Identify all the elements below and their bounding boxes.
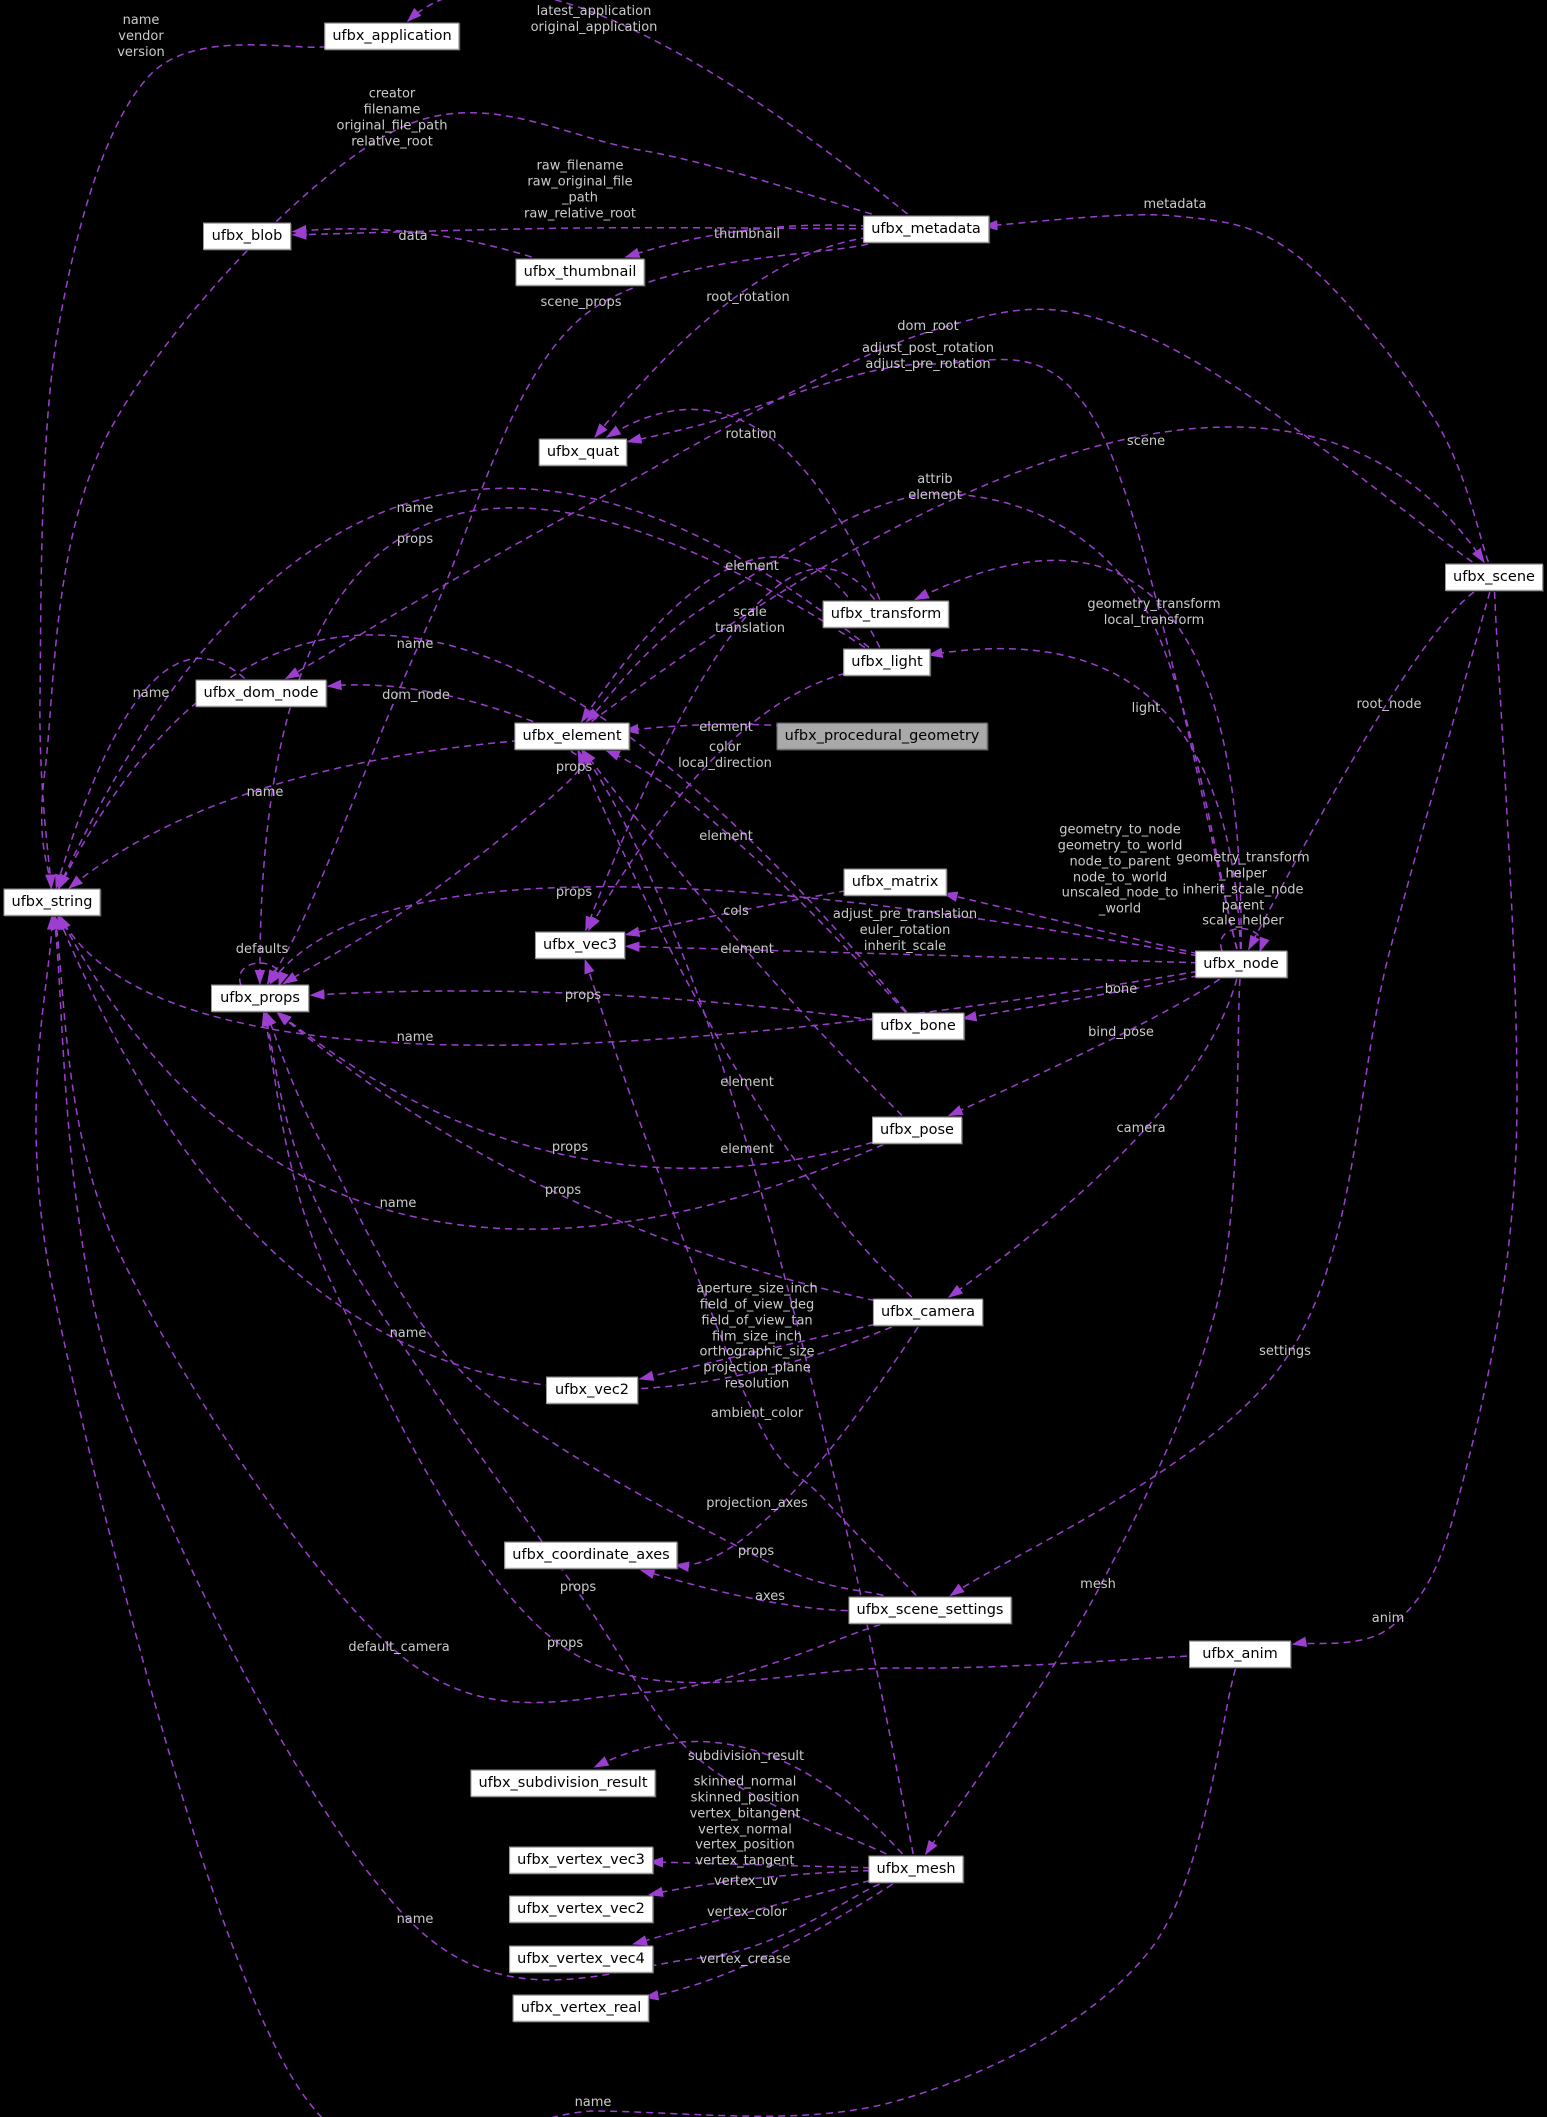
edge-ufbx_node-ufbx_transform [914,559,1242,950]
edge-ufbx_application-ufbx_string [39,44,327,890]
node-ufbx_vertex_vec3[interactable]: ufbx_vertex_vec3 [509,1846,653,1874]
edge-ufbx_mesh-ufbx_element [581,749,914,1855]
edge-ufbx_scene-ufbx_anim [1291,591,1518,1647]
node-ufbx_procedural_geometry: ufbx_procedural_geometry [776,722,988,750]
edge-ufbx_node-ufbx_vec3 [624,941,1199,964]
node-ufbx_subdivision_result[interactable]: ufbx_subdivision_result [470,1769,656,1797]
edge-ufbx_transform-ufbx_quat [605,408,881,600]
edge-ufbx_node-ufbx_element [585,493,1238,950]
node-ufbx_vec2[interactable]: ufbx_vec2 [546,1376,638,1404]
edge-ufbx_element-ufbx_string [68,739,520,889]
edge-ufbx_node-ufbx_pose [947,978,1221,1117]
edge-ufbx_mesh-ufbx_vertex_vec2 [648,1869,871,1898]
node-ufbx_scene[interactable]: ufbx_scene [1445,563,1543,591]
node-ufbx_vertex_vec2[interactable]: ufbx_vertex_vec2 [509,1895,653,1923]
edge-ufbx_node-ufbx_mesh [924,978,1241,1856]
edge-ufbx_transform-ufbx_vec3 [585,567,876,932]
node-ufbx_anim[interactable]: ufbx_anim [1189,1640,1291,1668]
edge-ufbx_metadata-ufbx_application [406,0,908,215]
edge-ufbx_node-ufbx_props [269,886,1199,985]
edge-ufbx_scene-ufbx_metadata [982,214,1490,563]
node-ufbx_light[interactable]: ufbx_light [843,648,931,676]
edge-ufbx_pose-ufbx_props [276,1011,874,1169]
edge-ufbx_element-ufbx_dom_node [326,679,534,723]
edge-ufbx_node-ufbx_light [927,647,1242,950]
edge-ufbx_pose-ufbx_element [582,749,903,1117]
edge-ufbx_node-ufbx_camera [947,978,1238,1298]
node-ufbx_vec3[interactable]: ufbx_vec3 [534,931,626,959]
edge-ufbx_scene-ufbx_scene_settings [949,591,1491,1597]
node-ufbx_blob[interactable]: ufbx_blob [203,222,291,250]
edge-ufbx_metadata-ufbx_blob [291,226,869,240]
node-ufbx_camera[interactable]: ufbx_camera [872,1298,984,1326]
node-ufbx_metadata[interactable]: ufbx_metadata [863,215,989,243]
node-ufbx_props[interactable]: ufbx_props [211,984,309,1012]
node-ufbx_node[interactable]: ufbx_node [1195,950,1287,978]
edge-ufbx_mesh-ufbx_vertex_vec3 [648,1856,871,1869]
node-ufbx_thumbnail[interactable]: ufbx_thumbnail [515,258,645,286]
edge-ufbx_bone-ufbx_element [604,749,906,1013]
edge-ufbx_mesh-ufbx_props [263,1011,887,1855]
edge-ufbx_anim-ufbx_string [35,914,1237,2117]
node-ufbx_vertex_real[interactable]: ufbx_vertex_real [512,1994,650,2022]
edge-ufbx_metadata-ufbx_string [40,111,872,890]
edge-ufbx_thumbnail-ufbx_blob [291,225,532,258]
edge-ufbx_procedural_geometry-ufbx_element [623,723,796,735]
node-ufbx_transform[interactable]: ufbx_transform [822,600,950,628]
edge-ufbx_scene_settings-ufbx_coordinate_axes [639,1568,860,1612]
edge-ufbx_node-ufbx_string [58,914,1199,1046]
node-ufbx_mesh[interactable]: ufbx_mesh [868,1855,964,1883]
node-ufbx_pose[interactable]: ufbx_pose [872,1116,962,1144]
edge-ufbx_metadata-ufbx_props [266,243,869,985]
edge-ufbx_bone-ufbx_props [309,989,874,1021]
edge-ufbx_light-ufbx_string [57,487,870,890]
edge-ufbx_mesh-ufbx_subdivision_result [593,1740,904,1855]
edge-ufbx_mesh-ufbx_string [50,914,880,1981]
edge-ufbx_scene_settings-ufbx_props [265,1011,884,1597]
edge-ufbx_node-ufbx_matrix [942,891,1199,955]
node-ufbx_quat[interactable]: ufbx_quat [538,438,628,466]
node-ufbx_dom_node[interactable]: ufbx_dom_node [195,679,327,707]
node-ufbx_vertex_vec4[interactable]: ufbx_vertex_vec4 [509,1945,653,1973]
edge-ufbx_light-ufbx_vec3 [587,672,846,932]
edge-ufbx_light-ufbx_props [254,507,866,985]
edge-ufbx_metadata-ufbx_quat [594,236,869,439]
edge-ufbx_dom_node-ufbx_string [55,657,246,890]
edge-ufbx_camera-ufbx_coordinate_axes [674,1326,919,1572]
edge-ufbx_element-ufbx_scene [591,426,1485,723]
node-ufbx_string[interactable]: ufbx_string [3,888,101,916]
node-ufbx_element[interactable]: ufbx_element [514,722,630,750]
node-ufbx_matrix[interactable]: ufbx_matrix [843,868,947,896]
edge-ufbx_camera-ufbx_element [577,749,913,1298]
edge-self-ufbx_node [1219,927,1270,953]
edge-ufbx_metadata-ufbx_thumbnail [624,224,869,258]
edge-ufbx_light-ufbx_element [580,556,881,723]
edge-ufbx_scene-ufbx_node [1248,591,1475,951]
edge-ufbx_pose-ufbx_string [58,914,884,1230]
edge-ufbx_matrix-ufbx_vec3 [624,889,847,937]
node-ufbx_bone[interactable]: ufbx_bone [872,1012,964,1040]
edge-ufbx_camera-ufbx_vec2 [638,1323,876,1381]
node-ufbx_coordinate_axes[interactable]: ufbx_coordinate_axes [504,1541,678,1569]
edge-ufbx_node-ufbx_bone [961,974,1199,1022]
edge-ufbx_camera-ufbx_props [276,1011,876,1302]
edge-ufbx_node-ufbx_quat [626,358,1238,950]
node-ufbx_application[interactable]: ufbx_application [324,22,460,50]
edge-ufbx_bone-ufbx_string [58,634,908,1013]
edge-ufbx_camera-ufbx_string [57,914,893,1390]
node-ufbx_scene_settings[interactable]: ufbx_scene_settings [848,1596,1012,1624]
edge-ufbx_anim-ufbx_props [261,1011,1188,1684]
edge-ufbx_scene_settings-ufbx_string [51,914,881,1704]
edge-ufbx_scene_settings-ufbx_vec3 [584,958,917,1597]
edge-ufbx_mesh-ufbx_vertex_vec4 [632,1879,871,1946]
edge-ufbx_mesh-ufbx_vertex_real [643,1883,894,2001]
edge-ufbx_scene-ufbx_dom_node [284,308,1473,680]
